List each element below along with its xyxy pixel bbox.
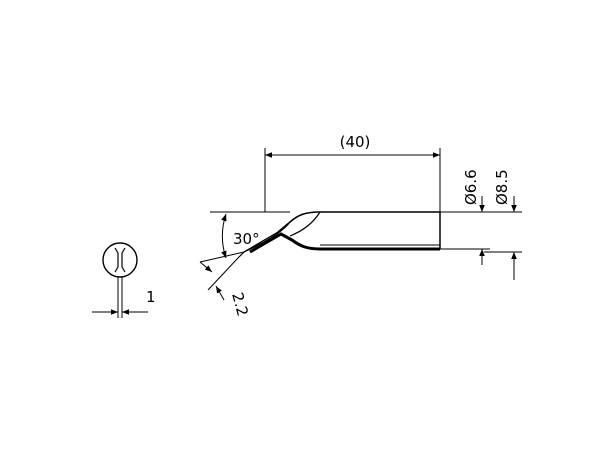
dia-inner-label: Ø6.6: [462, 169, 480, 205]
tip-width-extension-lower: [207, 257, 239, 291]
angle-arc: [221, 213, 227, 259]
tip-width-dimension: 2.2: [199, 251, 252, 318]
tip-width-arrow-lower: [215, 285, 225, 301]
tip-width-label: 2.2: [228, 290, 252, 318]
length-label: (40): [340, 133, 371, 151]
end-view-circle: [102, 242, 138, 278]
end-view-blade: [114, 247, 126, 273]
tip-body: [237, 211, 441, 259]
tip-top-edge: [277, 211, 440, 233]
angle-label: 30°: [233, 230, 260, 248]
length-dimension: (40): [264, 133, 441, 212]
tip-width-arrow-upper: [199, 261, 213, 273]
end-view: 1: [92, 242, 156, 318]
dia-outer-label: Ø8.5: [493, 169, 511, 205]
tip-bottom-edge: [249, 232, 440, 254]
diameter-outer-dimension: Ø8.5: [484, 169, 522, 280]
thickness-label: 1: [146, 288, 156, 306]
angle-dimension: 30°: [210, 211, 290, 259]
diameter-inner-dimension: Ø6.6: [440, 169, 490, 265]
tip-width-extension-upper: [199, 251, 245, 263]
tip-bevel-line: [289, 211, 321, 237]
